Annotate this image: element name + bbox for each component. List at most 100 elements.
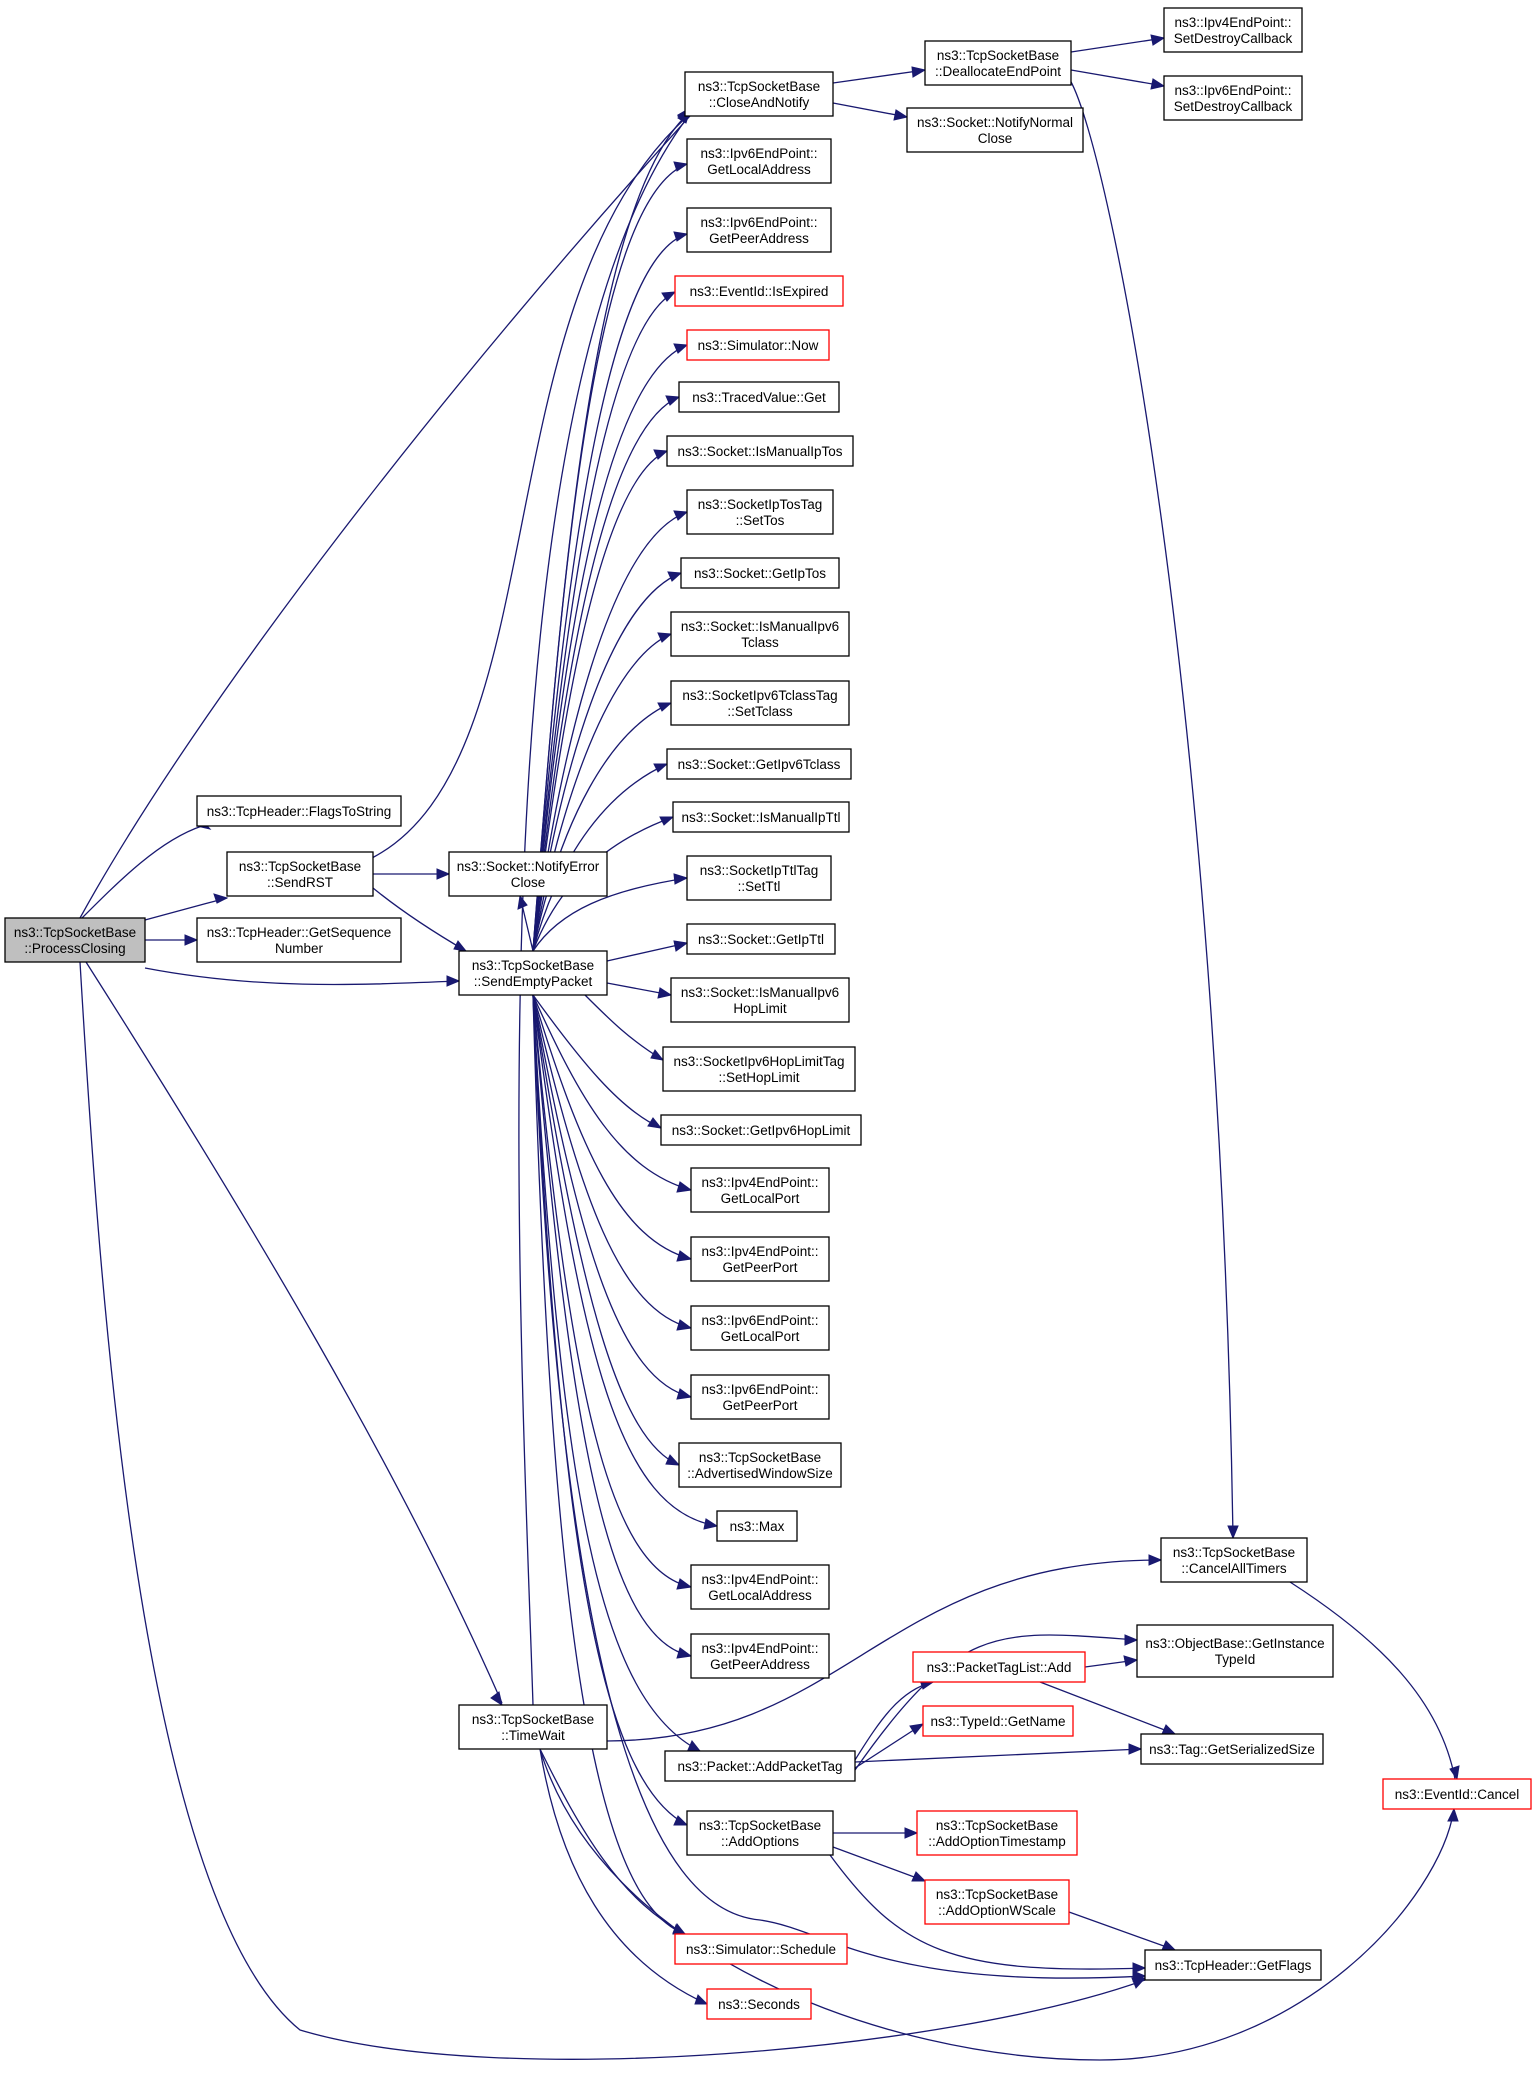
node-i6sdc[interactable]: ns3::Ipv6EndPoint::SetDestroyCallback	[1163, 75, 1303, 121]
node-apt[interactable]: ns3::Packet::AddPacketTag	[664, 1750, 856, 1782]
node-sttc[interactable]: ns3::SocketIpv6TclassTag::SetTclass	[670, 680, 850, 726]
edge-line	[1070, 69, 1165, 87]
node-stttl[interactable]: ns3::SocketIpTtlTag::SetTtl	[686, 855, 832, 901]
node-box	[666, 748, 852, 780]
node-label-line: ns3::TcpHeader::FlagsToString	[207, 804, 392, 819]
node-label-line: ns3::TcpSocketBase	[472, 958, 594, 973]
node-sttos[interactable]: ns3::SocketIpTosTag::SetTos	[686, 489, 834, 535]
node-aows[interactable]: ns3::TcpSocketBase::AddOptionWScale	[924, 1879, 1070, 1925]
node-i4gpp[interactable]: ns3::Ipv4EndPoint::GetPeerPort	[690, 1236, 830, 1282]
arrowhead-icon	[665, 395, 681, 406]
edge-line	[539, 1748, 1455, 2061]
node-tgss[interactable]: ns3::Tag::GetSerializedSize	[1140, 1733, 1324, 1765]
edge-line	[829, 1854, 1146, 1970]
node-label-line: Number	[275, 941, 324, 956]
node-ecan[interactable]: ns3::EventId::Cancel	[1382, 1778, 1532, 1810]
node-i4gpa[interactable]: ns3::Ipv4EndPoint::GetPeerAddress	[690, 1633, 830, 1679]
node-i4gla[interactable]: ns3::Ipv4EndPoint::GetLocalAddress	[690, 1564, 830, 1610]
node-sep[interactable]: ns3::TcpSocketBase::SendEmptyPacket	[458, 950, 608, 996]
node-cat[interactable]: ns3::TcpSocketBase::CancelAllTimers	[1160, 1537, 1308, 1583]
arrowhead-icon	[673, 873, 689, 885]
edge-line	[1069, 79, 1234, 1539]
node-sthl[interactable]: ns3::SocketIpv6HopLimitTag::SetHopLimit	[662, 1046, 856, 1092]
node-tvg[interactable]: ns3::TracedValue::Get	[678, 381, 840, 413]
arrowhead-icon	[1150, 34, 1166, 46]
edge-pc-to-sep	[144, 967, 461, 987]
node-ao[interactable]: ns3::TcpSocketBase::AddOptions	[686, 1810, 834, 1856]
edge-line	[79, 961, 1146, 2060]
node-label-line: ns3::SocketIpv6HopLimitTag	[673, 1054, 844, 1069]
node-label-line: ::AdvertisedWindowSize	[687, 1466, 833, 1481]
node-tw[interactable]: ns3::TcpSocketBase::TimeWait	[458, 1704, 608, 1750]
node-label-line: ns3::TcpSocketBase	[472, 1712, 594, 1727]
node-label-line: Close	[511, 875, 546, 890]
node-box	[916, 1810, 1078, 1856]
node-thgf[interactable]: ns3::TcpHeader::GetFlags	[1144, 1949, 1322, 1981]
node-tgn[interactable]: ns3::TypeId::GetName	[922, 1705, 1074, 1737]
node-max[interactable]: ns3::Max	[716, 1510, 798, 1542]
edge-sep-to-imhl	[606, 982, 673, 999]
edge-line	[81, 825, 203, 919]
node-gttl[interactable]: ns3::Socket::GetIpTtl	[686, 923, 836, 955]
node-can[interactable]: ns3::TcpSocketBase::CloseAndNotify	[684, 71, 834, 117]
edge-pc-to-tw	[85, 961, 503, 1707]
node-snow[interactable]: ns3::Simulator::Now	[686, 329, 830, 361]
arrowhead-icon	[893, 109, 909, 121]
node-label-line: ns3::Ipv4EndPoint::	[701, 1175, 818, 1190]
node-label-line: ns3::TcpSocketBase	[14, 925, 136, 940]
node-eie[interactable]: ns3::EventId::IsExpired	[674, 275, 844, 307]
edge-line	[532, 994, 692, 1329]
node-pc[interactable]: ns3::TcpSocketBase::ProcessClosing	[4, 917, 146, 963]
node-label-line: ::SetTclass	[727, 704, 793, 719]
node-imttl[interactable]: ns3::Socket::IsManualIpTtl	[672, 801, 850, 833]
node-i6glp[interactable]: ns3::Ipv6EndPoint::GetLocalPort	[690, 1305, 830, 1351]
node-i6gpa[interactable]: ns3::Ipv6EndPoint::GetPeerAddress	[686, 207, 832, 253]
node-sec[interactable]: ns3::Seconds	[706, 1988, 812, 2020]
node-ssch[interactable]: ns3::Simulator::Schedule	[674, 1933, 848, 1965]
node-aws[interactable]: ns3::TcpSocketBase::AdvertisedWindowSize	[678, 1442, 842, 1488]
arrowhead-icon	[676, 1250, 693, 1262]
node-fts[interactable]: ns3::TcpHeader::FlagsToString	[196, 795, 402, 827]
edge-line	[532, 994, 692, 1657]
node-box	[196, 917, 402, 963]
node-box	[662, 1046, 856, 1092]
edge-line	[539, 1748, 708, 2005]
node-label-line: ns3::Socket::IsManualIpTos	[677, 444, 842, 459]
node-label-line: ns3::TcpSocketBase	[239, 859, 361, 874]
edge-line	[144, 967, 460, 986]
node-srst[interactable]: ns3::TcpSocketBase::SendRST	[226, 851, 374, 897]
node-i6gpp[interactable]: ns3::Ipv6EndPoint::GetPeerPort	[690, 1374, 830, 1420]
node-aots[interactable]: ns3::TcpSocketBase::AddOptionTimestamp	[916, 1810, 1078, 1856]
node-imtos[interactable]: ns3::Socket::IsManualIpTos	[666, 435, 854, 467]
node-i4glp[interactable]: ns3::Ipv4EndPoint::GetLocalPort	[690, 1167, 830, 1213]
edge-line	[532, 994, 680, 1466]
node-gtc[interactable]: ns3::Socket::GetIpv6Tclass	[666, 748, 852, 780]
edge-ao-to-thgf	[829, 1854, 1147, 1974]
node-box	[1163, 75, 1303, 121]
arrowhead-icon	[1447, 1807, 1459, 1822]
node-i6gla[interactable]: ns3::Ipv6EndPoint::GetLocalAddress	[686, 138, 832, 184]
node-label-line: ::SetTtl	[738, 879, 781, 894]
node-dep[interactable]: ns3::TcpSocketBase::DeallocateEndPoint	[924, 40, 1072, 86]
node-ptla[interactable]: ns3::PacketTagList::Add	[912, 1651, 1086, 1683]
arrowhead-icon	[673, 231, 689, 242]
edge-line	[854, 1634, 1138, 1771]
node-box	[924, 40, 1072, 86]
node-label-line: ns3::Seconds	[718, 1997, 800, 2012]
node-box	[686, 138, 832, 184]
node-ghl[interactable]: ns3::Socket::GetIpv6HopLimit	[660, 1114, 862, 1146]
node-i4sdc[interactable]: ns3::Ipv4EndPoint::SetDestroyCallback	[1163, 7, 1303, 53]
node-label-line: SetDestroyCallback	[1174, 99, 1293, 114]
arrowhead-icon	[673, 510, 689, 521]
node-box	[690, 1564, 830, 1610]
arrowhead-icon	[703, 1518, 719, 1530]
edge-line	[532, 763, 668, 952]
node-gtos[interactable]: ns3::Socket::GetIpTos	[680, 557, 840, 589]
node-label-line: ::SendEmptyPacket	[474, 974, 593, 989]
